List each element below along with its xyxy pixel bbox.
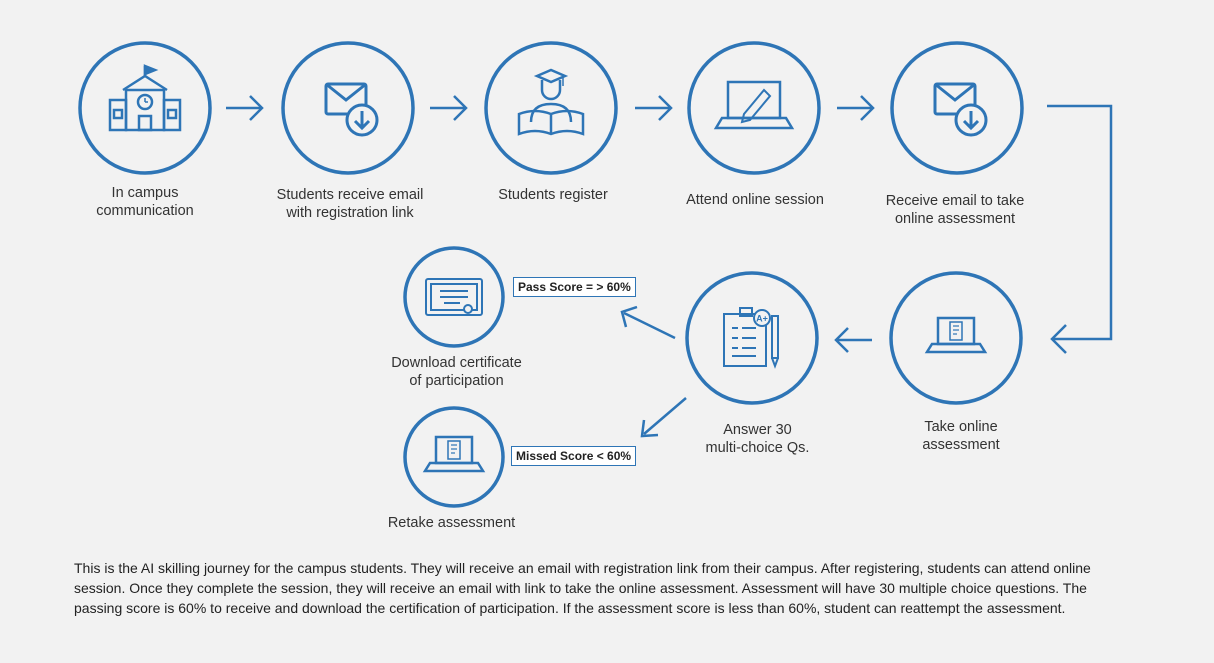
step-take-assessment-label: Take online assessment <box>886 418 1036 454</box>
step-register-circle <box>484 41 618 175</box>
step-retake-label: Retake assessment <box>374 514 529 532</box>
clipboard-quiz-icon: A+ <box>723 307 779 369</box>
email-download-icon <box>324 82 379 137</box>
step-campus-circle <box>78 41 212 175</box>
label-line: Attend online session <box>686 192 824 208</box>
laptop-document-icon <box>423 435 485 473</box>
arrow-right <box>226 95 264 121</box>
label-line: communication <box>96 203 194 219</box>
label-line: with registration link <box>286 205 414 221</box>
label-line: Take online <box>924 419 998 435</box>
step-retake-circle <box>403 406 505 508</box>
label-line: online assessment <box>894 211 1016 227</box>
flow-arrows-row2 <box>620 305 872 438</box>
arrow-to-retake <box>640 397 687 438</box>
label-line: In campus <box>111 185 179 201</box>
arrow-right <box>430 95 468 121</box>
label-line: Answer 30 <box>723 422 792 438</box>
label-line: of participation <box>409 373 504 389</box>
arrow-right <box>837 95 875 121</box>
connector-down-arrow <box>1047 104 1113 354</box>
arrow-left <box>834 327 872 353</box>
missed-score-badge: Missed Score < 60% <box>511 446 637 466</box>
label-line: Download certificate <box>391 355 522 371</box>
label-line: multi-choice Qs. <box>705 440 810 456</box>
svg-text:A+: A+ <box>756 314 768 324</box>
flow-arrows-row1 <box>226 95 1113 354</box>
email-download-icon <box>933 82 988 137</box>
pass-score-badge: Pass Score = > 60% <box>513 277 636 297</box>
step-take-assessment-circle <box>889 271 1023 405</box>
description-text: This is the AI skilling journey for the … <box>74 560 1091 616</box>
label-line: Students receive email <box>276 187 424 203</box>
arrow-to-certificate <box>620 305 676 340</box>
step-session-label: Attend online session <box>670 191 840 209</box>
label-line: assessment <box>922 437 1000 453</box>
step-email-circle <box>281 41 415 175</box>
certificate-icon <box>425 278 483 316</box>
label-line: Retake assessment <box>387 515 516 531</box>
school-building-icon <box>108 64 182 132</box>
label-line: Receive email to take <box>885 193 1025 209</box>
step-receive-email-circle <box>890 41 1024 175</box>
step-answer-circle: A+ <box>685 271 819 405</box>
label-line: Students register <box>498 187 608 203</box>
step-answer-label: Answer 30 multi-choice Qs. <box>680 421 835 457</box>
step-email-label: Students receive email with registration… <box>260 186 440 222</box>
laptop-document-icon <box>925 316 987 354</box>
step-certificate-label: Download certificate of participation <box>374 354 539 390</box>
step-campus-label: In campus communication <box>70 184 220 220</box>
step-session-circle <box>687 41 821 175</box>
step-register-label: Students register <box>473 186 633 204</box>
step-receive-email-label: Receive email to take online assessment <box>870 192 1040 228</box>
laptop-pen-icon <box>713 80 795 130</box>
graduate-student-icon <box>517 68 585 136</box>
step-certificate-circle <box>403 246 505 348</box>
arrow-right <box>635 95 673 121</box>
